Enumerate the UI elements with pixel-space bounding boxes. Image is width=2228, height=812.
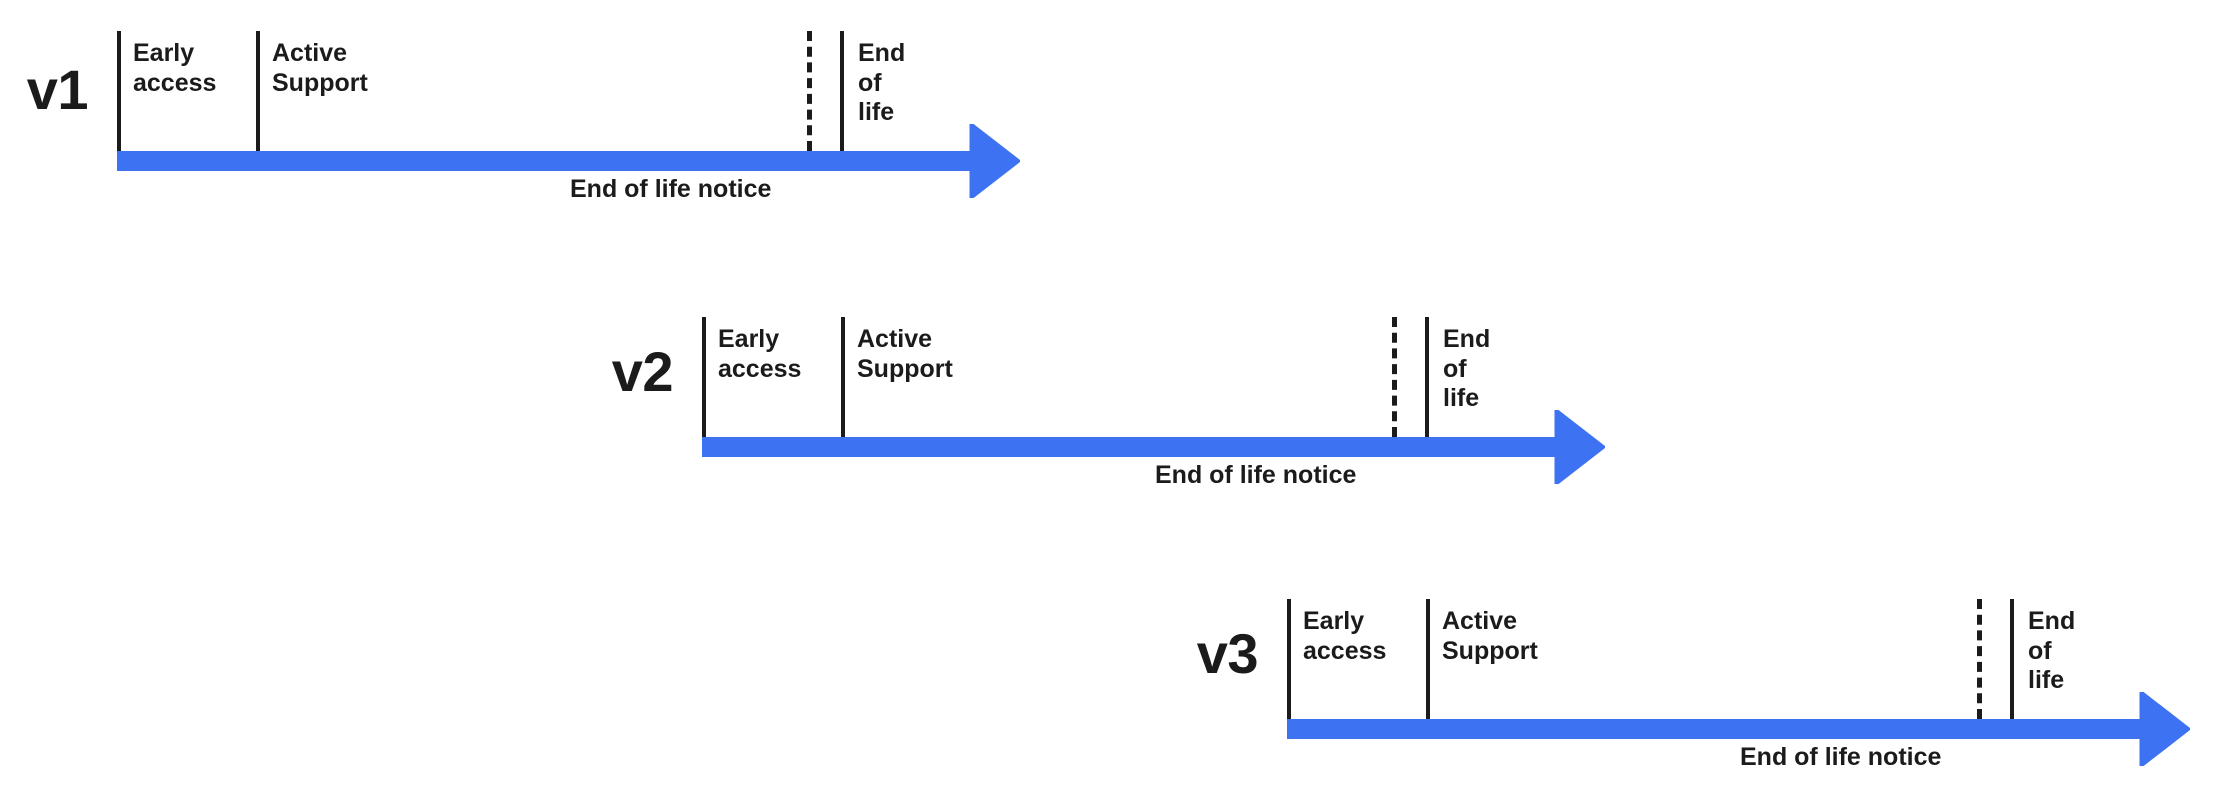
timeline-arrow-v3	[1287, 688, 2192, 770]
timeline-bar-shaft	[117, 151, 982, 171]
timeline-arrow-head	[2138, 688, 2192, 770]
phase-divider-start	[1287, 599, 1291, 719]
phase-label-end-of-life: End of life	[2028, 607, 2076, 694]
phase-label-early-access: Early access	[1303, 607, 1387, 665]
phase-divider-active-support	[256, 31, 260, 151]
phase-divider-start	[702, 317, 706, 437]
version-label-v3: v3	[1196, 622, 1259, 685]
timeline-bar-shaft	[1287, 719, 2152, 739]
end-of-life-notice-caption: End of life notice	[1740, 743, 1942, 771]
phase-divider-active-support	[1426, 599, 1430, 719]
phase-label-early-access: Early access	[133, 39, 217, 97]
timeline-arrow-v2	[702, 406, 1607, 488]
phase-divider-active-support	[841, 317, 845, 437]
phase-label-end-of-life: End of life	[1443, 325, 1491, 412]
phase-label-active-support: Active Support	[272, 39, 368, 97]
timeline-bar-shaft	[702, 437, 1567, 457]
phase-label-active-support: Active Support	[857, 325, 953, 383]
version-label-v1: v1	[26, 58, 89, 121]
phase-divider-end-of-life	[2010, 599, 2014, 719]
phase-divider-end-of-life	[840, 31, 844, 151]
phase-label-end-of-life: End of life	[858, 39, 906, 126]
timeline-arrow-head	[968, 120, 1022, 202]
phase-divider-end-of-life	[1425, 317, 1429, 437]
end-of-life-notice-marker	[1977, 599, 1982, 719]
end-of-life-notice-caption: End of life notice	[1155, 461, 1357, 489]
timeline-arrow-v1	[117, 120, 1022, 202]
end-of-life-notice-marker	[1392, 317, 1397, 437]
phase-divider-start	[117, 31, 121, 151]
end-of-life-notice-marker	[807, 31, 812, 151]
phase-label-active-support: Active Support	[1442, 607, 1538, 665]
version-label-v2: v2	[611, 340, 674, 403]
end-of-life-notice-caption: End of life notice	[570, 175, 772, 203]
phase-label-early-access: Early access	[718, 325, 802, 383]
timeline-arrow-head	[1553, 406, 1607, 488]
